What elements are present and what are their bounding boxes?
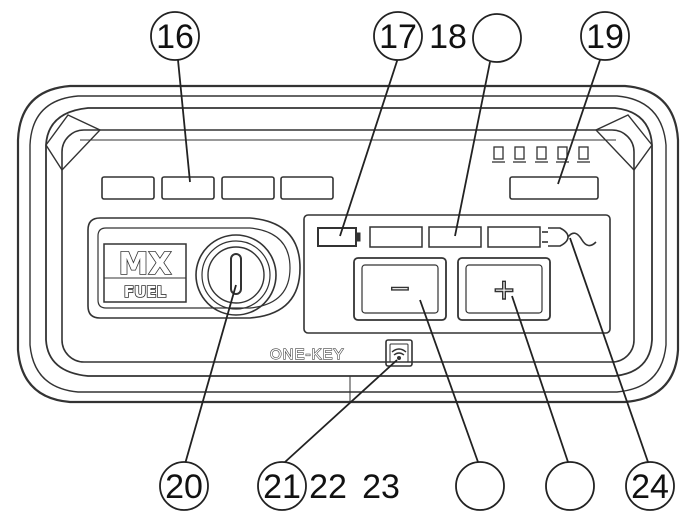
- gauge-panel: [303, 214, 611, 334]
- wifi-icon: [391, 348, 407, 361]
- plus-button[interactable]: [457, 257, 551, 321]
- status-light-4: [280, 176, 334, 200]
- plus-symbol: +: [493, 269, 514, 310]
- minus-symbol: −: [390, 270, 410, 308]
- leader-20: [184, 284, 237, 465]
- status-light-1: [101, 176, 155, 200]
- light-mode-icon-1: [492, 146, 505, 163]
- callout-18-label: 18: [429, 18, 467, 56]
- callout-21: 21: [257, 461, 307, 511]
- leader-21: [284, 359, 398, 463]
- svg-text:16: 16: [156, 18, 194, 56]
- leader-24: [569, 237, 649, 463]
- key-slot-icon: [230, 253, 242, 295]
- leader-18: [454, 61, 491, 237]
- callout-19: 19: [580, 11, 630, 61]
- status-light-3: [221, 176, 275, 200]
- one-key-brand: ONE-KEY: [270, 346, 345, 363]
- light-mode-icon-5: [577, 146, 590, 163]
- callout-18-circle: [472, 13, 522, 63]
- key-switch-module: [87, 217, 301, 319]
- callout-22-circle: [455, 461, 505, 511]
- callout-23-circle: [545, 461, 595, 511]
- svg-text:21: 21: [263, 468, 301, 506]
- fuel-logo-text: FUEL: [124, 283, 167, 301]
- callout-23-label: 23: [362, 468, 400, 506]
- fuel-level-segment-2: [428, 226, 482, 248]
- leader-22: [419, 299, 479, 463]
- fuel-level-segment-1: [369, 226, 423, 248]
- light-mode-icon-4: [556, 146, 569, 163]
- fuel-level-segment-3: [487, 226, 541, 248]
- ignition-key-switch[interactable]: [195, 234, 277, 316]
- svg-text:24: 24: [631, 468, 669, 506]
- leader-17: [339, 57, 399, 237]
- svg-text:17: 17: [379, 18, 417, 56]
- callout-22-label: 22: [309, 468, 347, 506]
- light-mode-icon-3: [535, 146, 548, 163]
- status-light-bar: [101, 176, 599, 200]
- wireless-button[interactable]: [385, 339, 413, 367]
- svg-text:20: 20: [165, 468, 203, 506]
- panel-housing: [16, 84, 680, 404]
- callout-24: 24: [625, 461, 675, 511]
- mx-fuel-logo: [103, 243, 187, 303]
- status-light-2: [161, 176, 215, 200]
- light-mode-icon-2: [513, 146, 526, 163]
- battery-icon: [317, 227, 361, 247]
- minus-button[interactable]: [353, 257, 447, 321]
- work-light-indicator: [509, 176, 599, 200]
- leader-16: [177, 59, 191, 183]
- leader-19: [557, 59, 601, 185]
- leader-23: [511, 295, 569, 463]
- mx-logo-text: MX: [119, 247, 172, 282]
- plug-icon: [542, 227, 597, 247]
- light-mode-icons: [492, 146, 590, 163]
- callout-16: 16: [150, 11, 200, 61]
- callout-17: 17: [373, 11, 423, 61]
- callout-20: 20: [159, 461, 209, 511]
- svg-text:19: 19: [586, 18, 624, 56]
- callout-leaders: [177, 57, 649, 465]
